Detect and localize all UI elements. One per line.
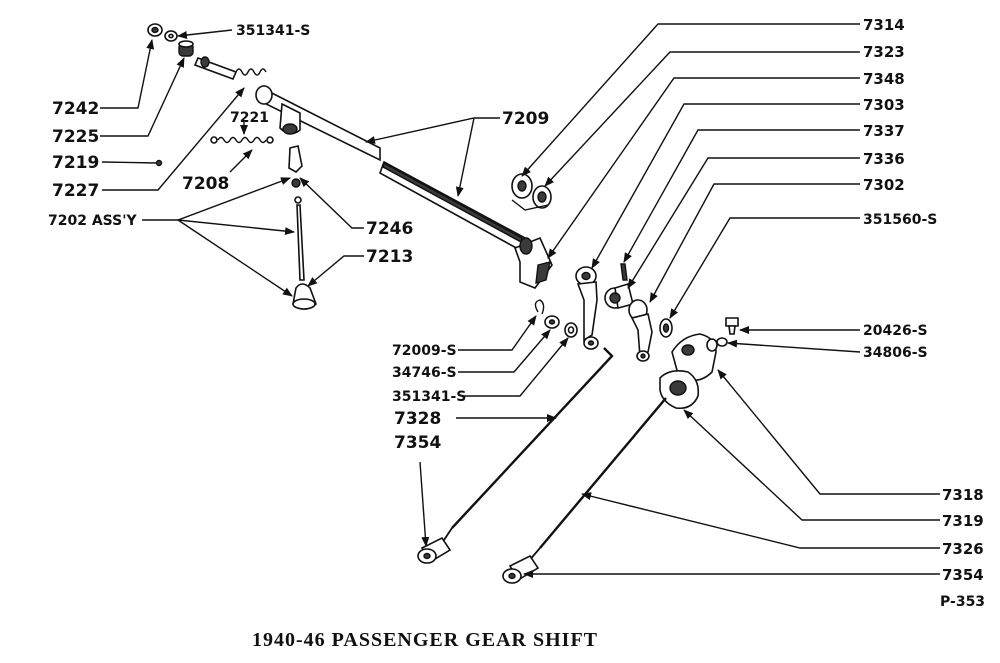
washer-group-bracket — [511, 199, 549, 211]
part-7242-nut — [147, 23, 163, 37]
label-7323: 7323 — [863, 43, 905, 61]
label-351341s-top: 351341-S — [236, 23, 310, 39]
label-7354-left: 7354 — [394, 433, 441, 453]
parts-drawing — [147, 23, 739, 584]
part-7319-housing-lower — [659, 370, 700, 410]
part-7328-rod — [439, 347, 614, 547]
label-7348: 7348 — [863, 70, 905, 88]
part-7303-shift-arm — [575, 266, 599, 350]
label-351560s: 351560-S — [863, 212, 937, 228]
part-34806s-lockwasher — [716, 337, 728, 347]
part-72009s-cotter — [534, 299, 545, 315]
leader-7209-b — [455, 117, 475, 197]
label-7326: 7326 — [942, 540, 984, 558]
label-7219: 7219 — [52, 153, 99, 173]
leader-7337 — [623, 129, 860, 263]
part-7354-clevis-left — [417, 536, 452, 564]
label-7246: 7246 — [366, 219, 413, 239]
part-351341s-washer-top — [164, 30, 178, 42]
leader-7213 — [307, 255, 364, 287]
leader-7246 — [299, 177, 364, 229]
label-7302: 7302 — [863, 176, 905, 194]
part-7336-bushing — [604, 282, 634, 310]
leader-7302 — [649, 183, 860, 303]
label-7354-right: 7354 — [942, 566, 984, 584]
part-7302-shift-arm — [628, 299, 653, 362]
diagram-title: 1940-46 PASSENGER GEAR SHIFT — [252, 629, 598, 651]
leader-7354-left — [419, 461, 430, 547]
part-351341s-washer-mid — [564, 322, 578, 338]
label-7328: 7328 — [394, 409, 441, 429]
part-7209-shift-shaft — [255, 85, 527, 252]
page-code: P-353 — [940, 594, 985, 610]
leader-7209-a — [365, 117, 500, 144]
label-7242: 7242 — [52, 99, 99, 119]
part-7219-stud — [155, 56, 238, 167]
leader-7348 — [547, 77, 860, 259]
label-34746s: 34746-S — [392, 365, 457, 381]
leader-34806s — [727, 339, 861, 353]
label-7221: 7221 — [230, 110, 269, 126]
label-7303: 7303 — [863, 96, 905, 114]
leader-351560s — [669, 217, 860, 319]
leader-34746s — [458, 329, 551, 373]
label-7337: 7337 — [863, 122, 905, 140]
part-7225-bushing — [178, 40, 194, 57]
label-7227: 7227 — [52, 181, 99, 201]
label-7318: 7318 — [942, 486, 984, 504]
leader-7303 — [591, 103, 860, 269]
part-351560s-washer — [659, 318, 673, 338]
leader-7318 — [717, 369, 940, 495]
label-7208: 7208 — [182, 174, 229, 194]
leader-7319 — [683, 409, 940, 521]
part-7221-spring — [210, 136, 274, 144]
part-20426s-screw — [725, 317, 739, 335]
leader-7202-c — [177, 219, 293, 297]
leader-351341s-top — [177, 29, 233, 39]
part-7354-clevis-right — [502, 554, 540, 584]
leader-7202-b — [177, 219, 295, 236]
part-7246-ball — [288, 145, 303, 188]
leader-351341s-mid — [462, 337, 569, 397]
part-7314-washer — [511, 173, 533, 199]
label-7314: 7314 — [863, 16, 905, 34]
label-351341s-mid: 351341-S — [392, 389, 466, 405]
label-20426s: 20426-S — [863, 323, 928, 339]
label-7213: 7213 — [366, 247, 413, 267]
leader-7208 — [229, 149, 253, 173]
leader-7242 — [100, 39, 155, 109]
leader-72009s — [458, 315, 537, 351]
part-7227-spring — [235, 68, 267, 76]
part-34746s-washer — [544, 315, 560, 329]
leader-7225 — [100, 57, 185, 137]
leader-7314 — [521, 23, 860, 177]
leader-lines — [100, 23, 940, 578]
label-7225: 7225 — [52, 127, 99, 147]
label-7319: 7319 — [942, 512, 984, 530]
label-7336: 7336 — [863, 150, 905, 168]
part-labels: 351341-S 7242 7225 7219 7227 7221 7208 7… — [48, 16, 985, 610]
part-7337-pin — [620, 263, 628, 281]
label-34806s: 34806-S — [863, 345, 928, 361]
leader-7336 — [627, 157, 860, 289]
part-7323-washer — [532, 185, 552, 209]
label-7202-assy: 7202 ASS'Y — [48, 213, 137, 229]
label-72009s: 72009-S — [392, 343, 457, 359]
leader-7323 — [544, 51, 860, 187]
leader-7326 — [581, 492, 940, 549]
part-7348-bracket — [513, 236, 553, 289]
leader-7219 — [101, 161, 158, 164]
leader-7227 — [102, 87, 245, 191]
label-7209: 7209 — [502, 109, 549, 129]
part-7202-shift-lever — [292, 196, 317, 310]
part-7318-housing — [671, 333, 718, 382]
